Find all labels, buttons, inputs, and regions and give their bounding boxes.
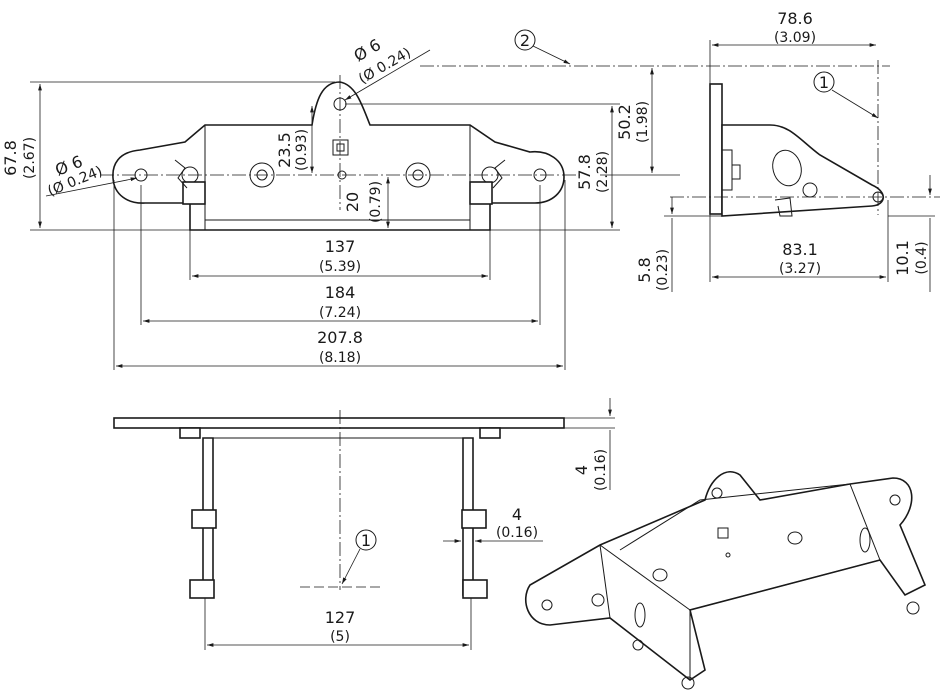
dim-184: 184: [325, 283, 356, 302]
dim-4-horizontal: 4: [512, 505, 522, 524]
dim-137-inch: (5.39): [319, 259, 361, 275]
callout-2: 2: [514, 29, 571, 65]
dim-4-vertical: 4: [572, 465, 591, 475]
dim-67-8: 67.8: [1, 140, 20, 176]
isometric-view: [525, 471, 927, 690]
dim-83-1-inch: (3.27): [779, 261, 821, 277]
dim-10-1-inch: (0.4): [914, 241, 930, 274]
dim-20-inch: (0.79): [368, 181, 384, 223]
dim-50-2: 50.2: [615, 104, 634, 140]
dim-4-horizontal-inch: (0.16): [496, 525, 538, 541]
dim-50-2-inch: (1.98): [635, 101, 651, 143]
dim-127-inch: (5): [330, 629, 350, 645]
dim-83-1: 83.1: [782, 240, 818, 259]
dim-207-8: 207.8: [317, 328, 363, 347]
dim-10-1: 10.1: [893, 240, 912, 276]
callout-1-side-label: 1: [819, 73, 829, 92]
side-view: [670, 60, 940, 217]
dim-5-8-inch: (0.23): [655, 249, 671, 291]
dim-127: 127: [325, 608, 356, 627]
callout-2-label: 2: [520, 31, 530, 50]
dim-5-8: 5.8: [635, 257, 654, 282]
dim-78-6: 78.6: [777, 9, 813, 28]
dim-78-6-inch: (3.09): [774, 30, 816, 46]
dim-207-8-inch: (8.18): [319, 350, 361, 366]
dim-137: 137: [325, 237, 356, 256]
dim-23-5: 23.5: [275, 132, 294, 168]
callout-1-top: 1: [341, 529, 377, 585]
dim-4-vertical-inch: (0.16): [593, 449, 609, 491]
dim-20: 20: [343, 192, 362, 212]
dim-67-8-inch: (2.67): [22, 137, 38, 179]
dim-23-5-inch: (0.93): [294, 129, 310, 171]
front-extensions: [30, 81, 620, 370]
callout-1-top-label: 1: [361, 531, 371, 550]
callout-1-side: 1: [813, 71, 879, 119]
dim-57-8: 57.8: [575, 154, 594, 190]
top-view: [113, 410, 565, 599]
dim-184-inch: (7.24): [319, 305, 361, 321]
dim-57-8-inch: (2.28): [595, 151, 611, 193]
